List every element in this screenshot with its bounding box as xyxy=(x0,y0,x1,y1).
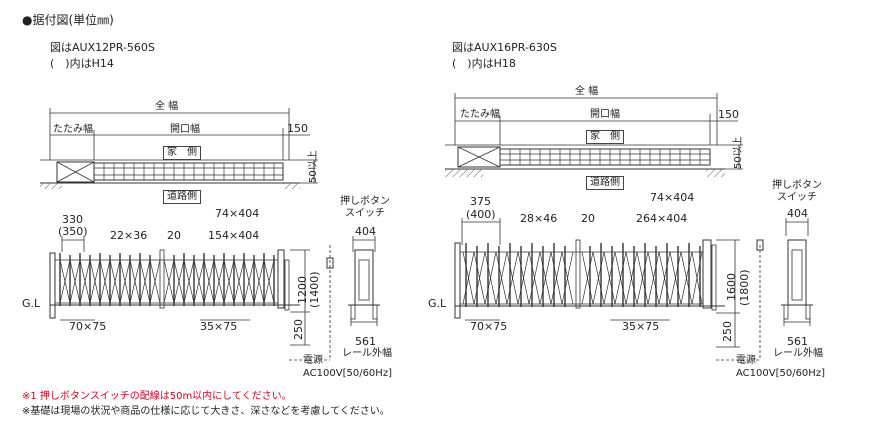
right-power-label: 電源 xyxy=(736,355,756,366)
left-d22x36: 22×36 xyxy=(110,229,148,242)
right-plan-view xyxy=(445,93,743,177)
right-side-view xyxy=(781,218,813,326)
bullet-icon: ● xyxy=(22,13,33,27)
left-side-404: 404 xyxy=(355,225,376,238)
right-d400: (400) xyxy=(466,208,496,221)
right-d20: 20 xyxy=(581,212,595,225)
right-switch-label-2: スイッチ xyxy=(777,192,817,203)
title-text: 据付図(単位㎜) xyxy=(32,13,114,27)
left-d154x404: 154×404 xyxy=(208,229,260,242)
left-switch-label-2: スイッチ xyxy=(345,208,385,219)
left-plan-slats xyxy=(103,163,275,180)
left-overall-width-label: 全 幅 xyxy=(155,101,179,112)
left-gl-label: G.L xyxy=(22,297,41,310)
left-d1400: (1400) xyxy=(308,271,321,308)
note-switch-wiring: ※1 押しボタンスイッチの配線は50m以内にしてください。 xyxy=(22,391,292,402)
left-note-line: ( )内はH14 xyxy=(50,57,114,70)
right-house-side-label: 家 側 xyxy=(586,130,624,144)
right-d1800: (1800) xyxy=(738,269,751,306)
right-elevation-dims xyxy=(461,218,740,348)
right-opening-width-label: 開口幅 xyxy=(590,109,620,120)
left-side-561: 561 xyxy=(355,335,376,348)
right-elevation-posts xyxy=(465,243,701,307)
left-plan-view xyxy=(40,108,318,189)
left-side-view xyxy=(348,236,380,326)
left-rail-width-label: レール外幅 xyxy=(342,348,392,359)
right-side-561: 561 xyxy=(787,335,808,348)
left-power-label: 電源 xyxy=(303,355,323,366)
right-d70x75: 70×75 xyxy=(470,320,508,333)
right-d264x404: 264×404 xyxy=(636,212,688,225)
left-d350: (350) xyxy=(58,225,88,238)
right-plan-slats xyxy=(509,149,701,165)
right-overall-width-label: 全 幅 xyxy=(575,86,599,97)
left-fold-width-label: たたみ幅 xyxy=(53,124,93,135)
left-model-line: 図はAUX12PR-560S xyxy=(50,41,155,54)
left-elevation-lattice xyxy=(59,259,275,304)
left-150-label: 150 xyxy=(287,122,308,135)
left-house-side-label: 家 側 xyxy=(163,146,201,160)
note-foundation: ※基礎は現場の状況や商品の仕様に応じて大きさ、深さなどを考慮してください。 xyxy=(22,406,390,417)
left-power-spec: AC100V[50/60Hz] xyxy=(303,368,392,379)
right-switch-label-1: 押しボタン xyxy=(772,180,822,191)
left-d74x404: 74×404 xyxy=(215,207,260,220)
right-fold-width-label: たたみ幅 xyxy=(460,109,500,120)
right-rail-width-label: レール外幅 xyxy=(773,348,823,359)
right-depth-label: 50以上 xyxy=(733,136,744,169)
left-d330: 330 xyxy=(62,213,83,226)
left-d70x75: 70×75 xyxy=(69,320,107,333)
section-title: ●据付図(単位㎜) xyxy=(22,14,114,26)
left-elevation xyxy=(49,245,334,361)
left-opening-width-label: 開口幅 xyxy=(170,124,200,135)
right-elevation-lattice xyxy=(462,251,703,305)
left-elevation-posts xyxy=(59,253,275,306)
right-road-side-label: 道路側 xyxy=(586,176,624,190)
right-model-line: 図はAUX16PR-630S xyxy=(452,41,557,54)
left-d20: 20 xyxy=(167,229,181,242)
left-road-side-label: 道路側 xyxy=(163,190,201,204)
right-power-spec: AC100V[50/60Hz] xyxy=(736,368,825,379)
right-gl-label: G.L xyxy=(428,297,447,310)
right-side-404: 404 xyxy=(787,207,808,220)
right-150-label: 150 xyxy=(718,108,739,121)
right-note-line: ( )内はH18 xyxy=(452,57,516,70)
right-d1600: 1600 xyxy=(725,273,738,301)
left-d250: 250 xyxy=(292,319,305,340)
left-d1200: 1200 xyxy=(296,276,309,304)
right-d35x75: 35×75 xyxy=(622,320,660,333)
right-d250: 250 xyxy=(721,321,734,342)
left-elevation-dims xyxy=(60,236,310,346)
left-d35x75: 35×75 xyxy=(200,320,238,333)
right-d28x46: 28×46 xyxy=(520,212,558,225)
left-depth-label: 50以上 xyxy=(308,150,319,183)
left-switch-label-1: 押しボタン xyxy=(340,196,390,207)
right-d375: 375 xyxy=(470,195,491,208)
right-d74x404: 74×404 xyxy=(650,191,695,204)
right-elevation xyxy=(454,239,764,361)
